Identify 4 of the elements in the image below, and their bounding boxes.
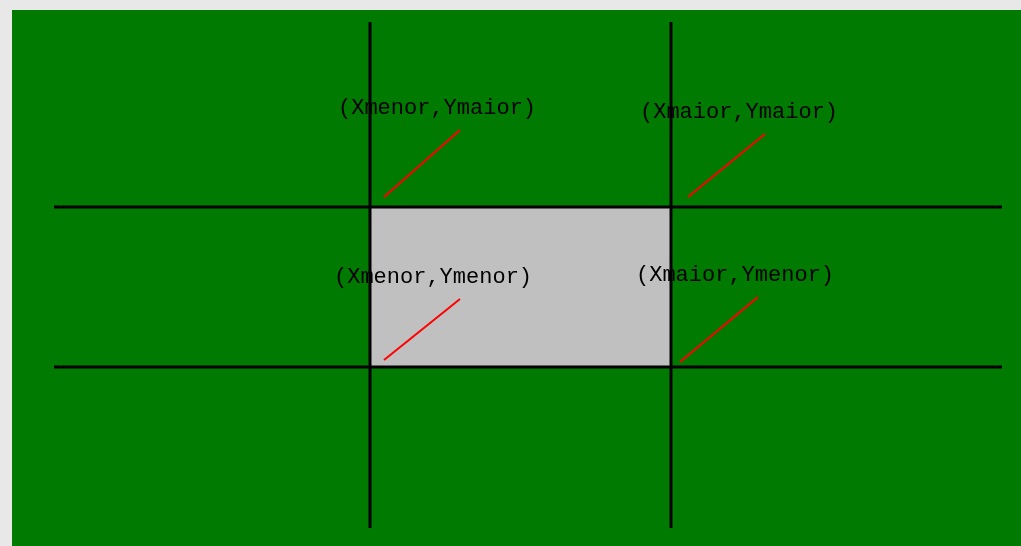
leader-line (383, 298, 461, 361)
leader-line (679, 296, 759, 363)
leader-line (383, 129, 461, 198)
leader-line (687, 133, 766, 198)
